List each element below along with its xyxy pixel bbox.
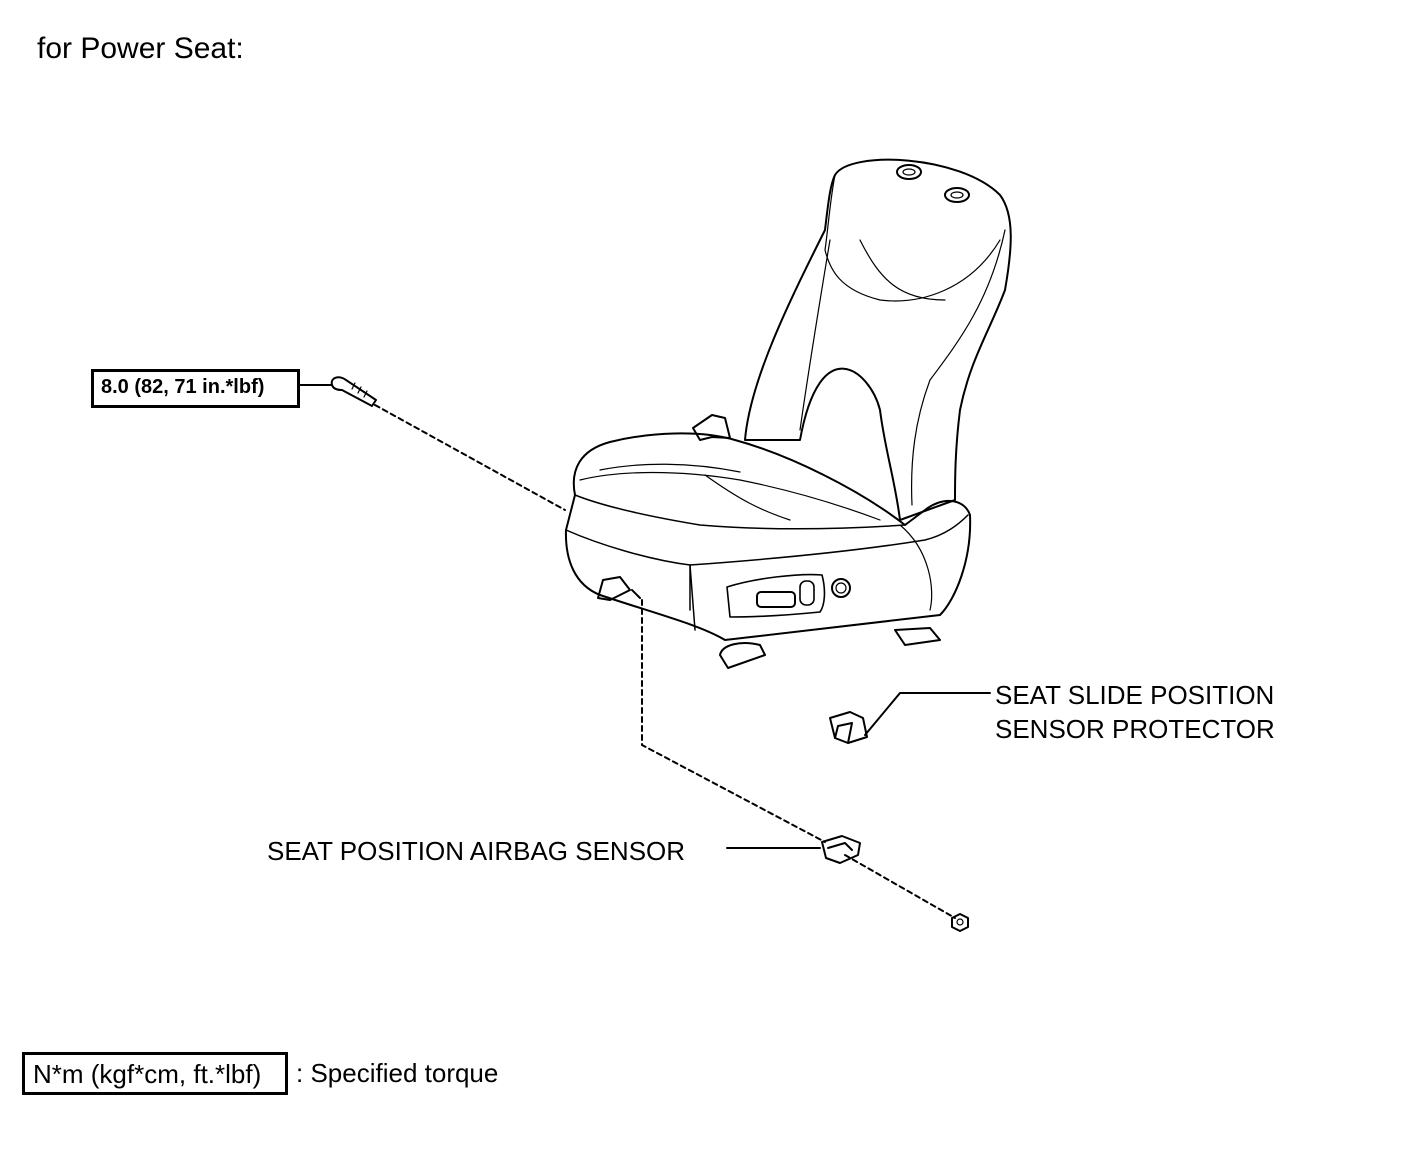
seat-slide-sensor-label-line2: SENSOR PROTECTOR bbox=[995, 714, 1275, 744]
recline-knob bbox=[831, 578, 851, 598]
legend-unit-box: N*m (kgf*cm, ft.*lbf) bbox=[22, 1052, 288, 1095]
seat-backrest bbox=[744, 158, 1012, 521]
legend-description: : Specified torque bbox=[296, 1058, 499, 1088]
sensor-protector-icon bbox=[829, 711, 868, 744]
torque-callout: 8.0 (82, 71 in.*lbf) bbox=[91, 369, 300, 408]
nut-icon bbox=[951, 913, 969, 932]
bolt-icon bbox=[330, 376, 377, 407]
headrest-hole-left bbox=[896, 164, 922, 180]
seat-rail-front-left bbox=[597, 576, 631, 601]
headrest-hole-right bbox=[944, 187, 970, 203]
airbag-sensor-label: SEAT POSITION AIRBAG SENSOR bbox=[267, 836, 686, 866]
seat-slide-switch bbox=[756, 591, 796, 608]
seat-cushion bbox=[564, 432, 972, 641]
seat-switch-panel bbox=[726, 573, 826, 618]
seat-slide-sensor-label-line1: SEAT SLIDE POSITION bbox=[995, 680, 1275, 710]
airbag-sensor-icon bbox=[821, 835, 861, 864]
page-title: for Power Seat: bbox=[37, 32, 244, 65]
